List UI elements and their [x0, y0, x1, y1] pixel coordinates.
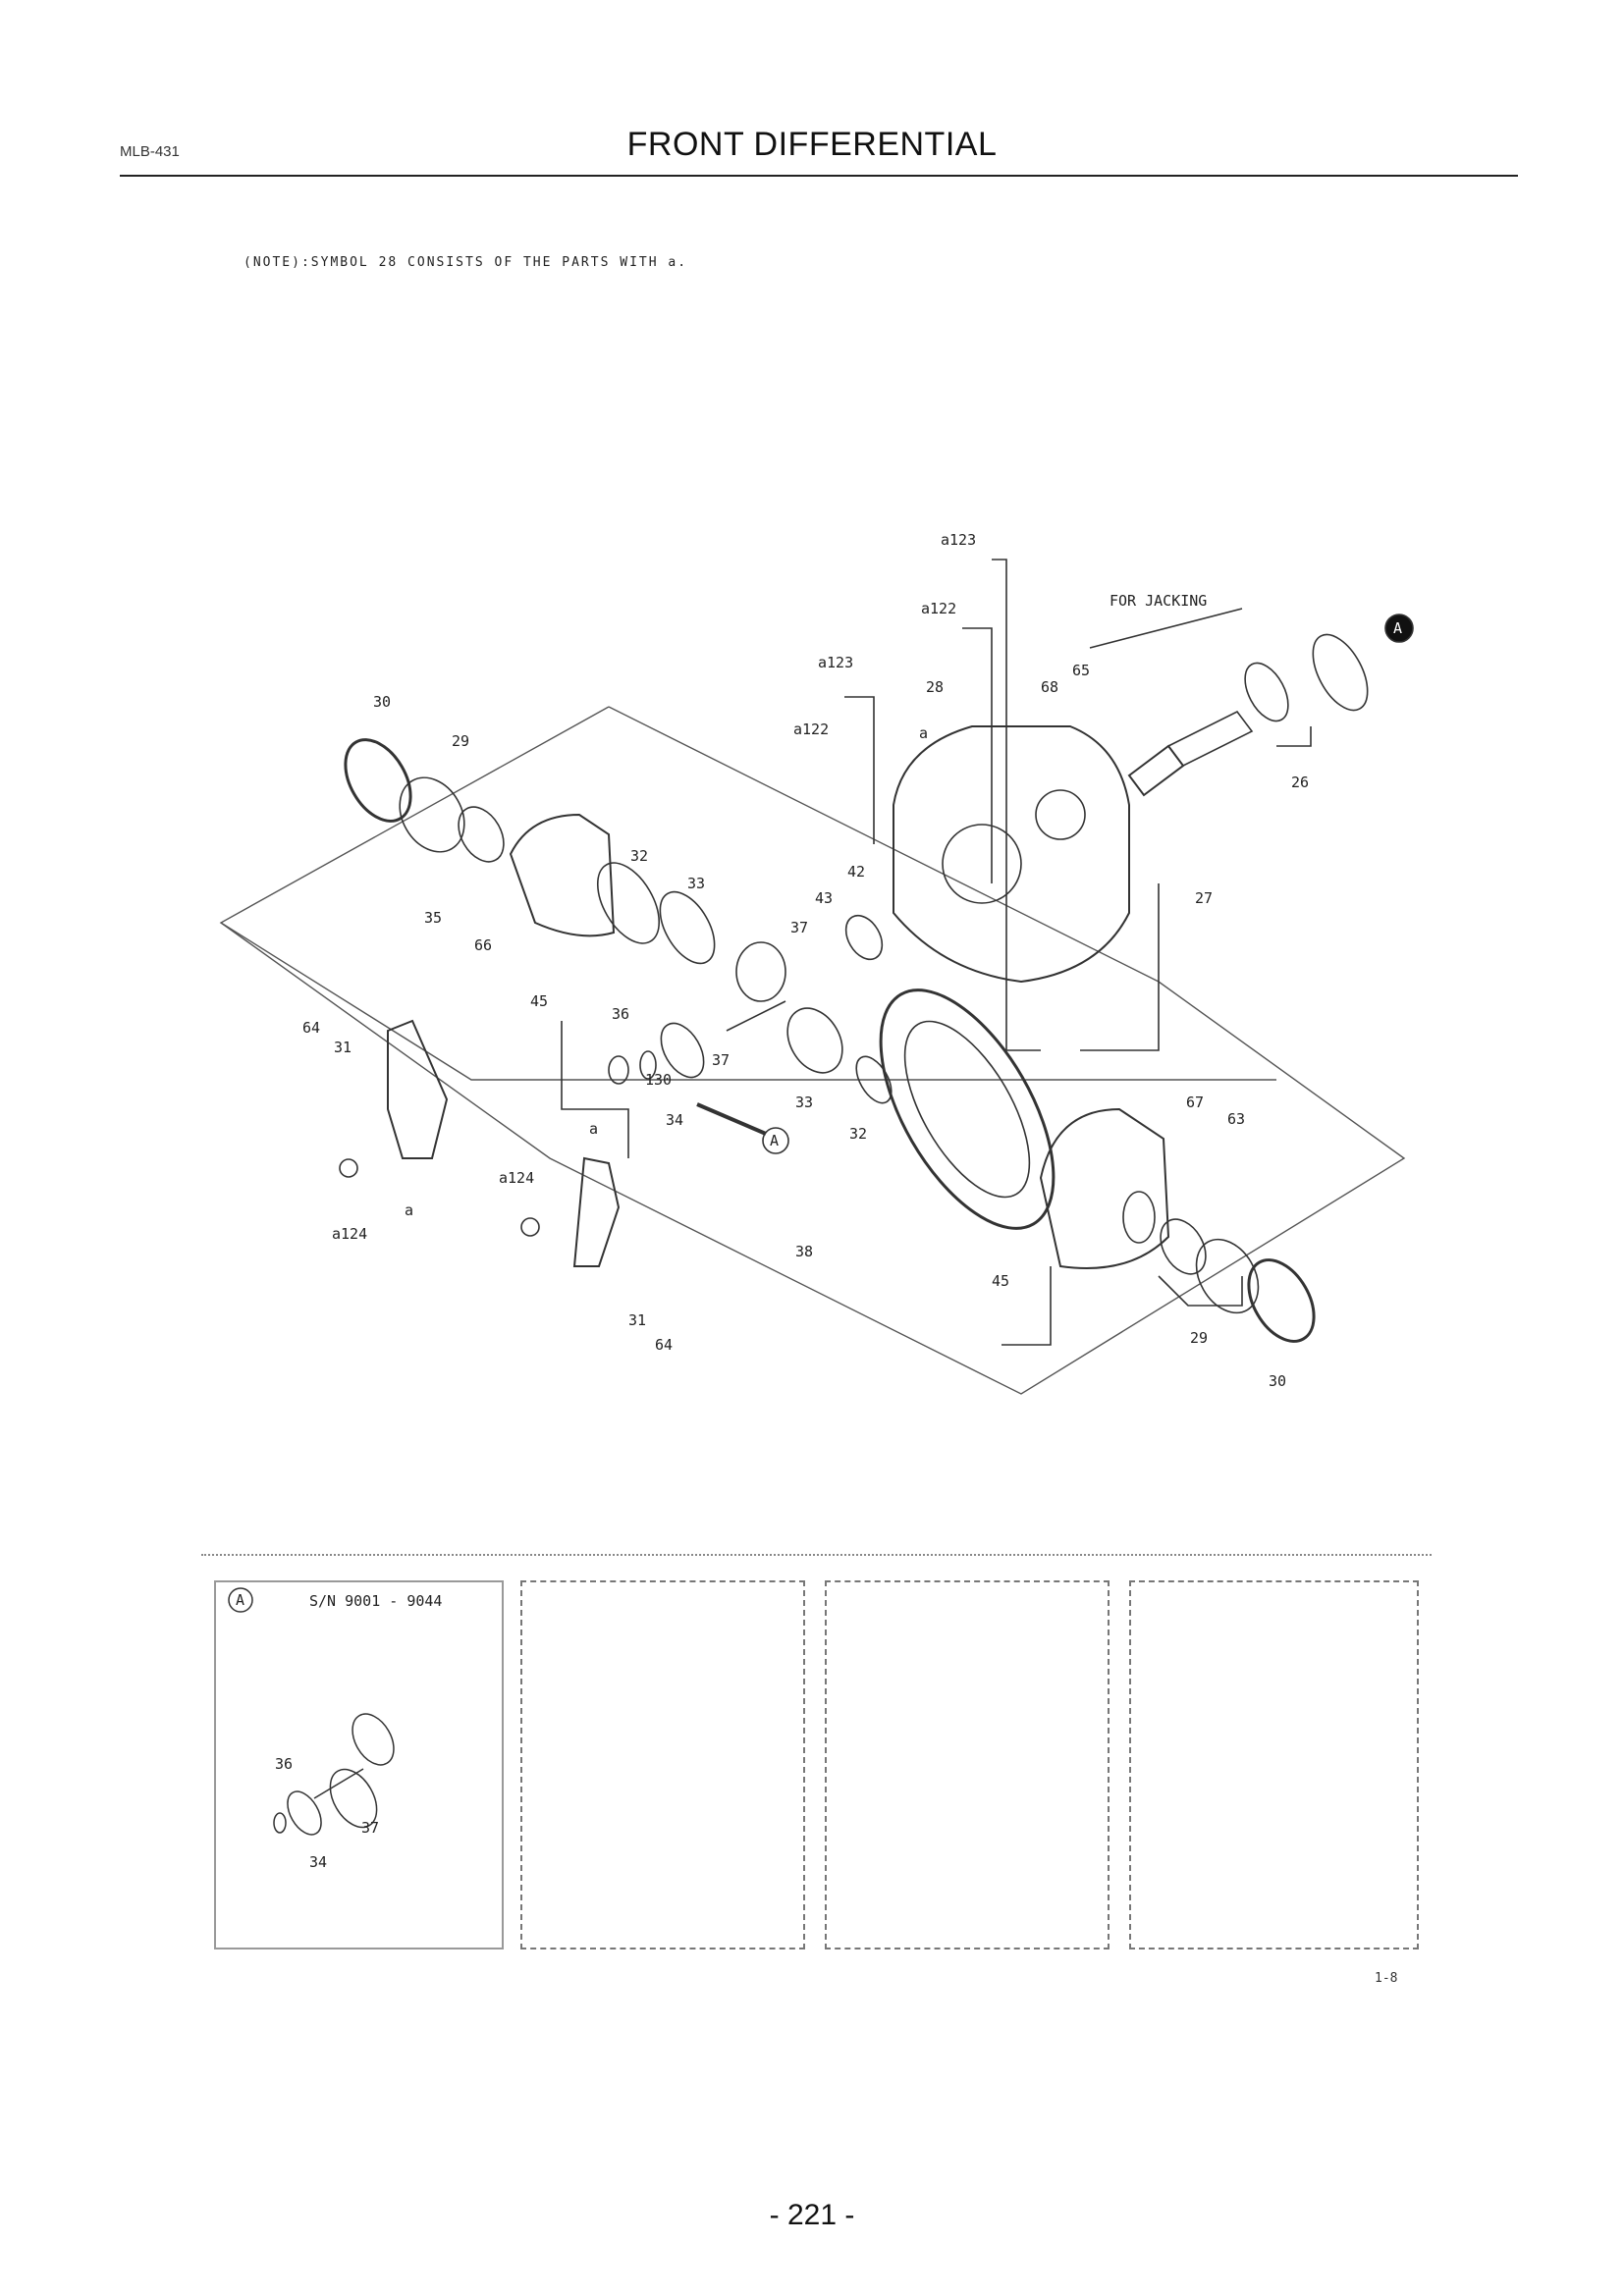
page-number: - 221 - [769, 2199, 855, 2231]
variant-label: A [236, 1591, 244, 1609]
callout-a: a [405, 1201, 413, 1219]
page-title: FRONT DIFFERENTIAL [626, 126, 998, 163]
variant-diagram: A S/N 9001 - 9044 36 37 34 [228, 1587, 442, 1871]
callout-33: 33 [687, 875, 705, 892]
variant-callout-36: 36 [275, 1755, 293, 1773]
callout-36: 36 [612, 1005, 629, 1023]
document-code: MLB-431 [120, 143, 180, 160]
empty-variant-panel [520, 1580, 805, 1949]
callout-28: 28 [926, 678, 944, 696]
callout-37: 37 [712, 1051, 730, 1069]
callout-130: 130 [645, 1071, 672, 1089]
callout-63: 63 [1227, 1110, 1245, 1128]
callout-65: 65 [1072, 662, 1090, 679]
marker-a-label: A [1393, 619, 1402, 637]
callout-31: 31 [628, 1311, 646, 1329]
callout-for-jacking: FOR JACKING [1110, 592, 1207, 610]
callout-32: 32 [849, 1125, 867, 1143]
variant-callout-34: 34 [309, 1853, 327, 1871]
callout-67: 67 [1186, 1094, 1204, 1111]
empty-variant-panel [825, 1580, 1110, 1949]
callout-29: 29 [452, 732, 469, 750]
callout-42: 42 [847, 863, 865, 881]
section-divider [201, 1554, 1432, 1556]
serial-range: S/N 9001 - 9044 [309, 1592, 442, 1610]
callout-27: 27 [1195, 889, 1213, 907]
callout-30: 30 [1269, 1372, 1286, 1390]
callout-26: 26 [1291, 774, 1309, 791]
callout-a: a [589, 1120, 598, 1138]
callout-45: 45 [992, 1272, 1009, 1290]
callout-a123: a123 [941, 531, 976, 549]
callout-30: 30 [373, 693, 391, 711]
callout-66: 66 [474, 936, 492, 954]
callout-a124: a124 [499, 1169, 534, 1187]
callout-34: 34 [666, 1111, 683, 1129]
callout-33: 33 [795, 1094, 813, 1111]
callout-a: a [919, 724, 928, 742]
callout-45: 45 [530, 992, 548, 1010]
callout-64: 64 [302, 1019, 320, 1037]
header-rule [120, 175, 1518, 177]
callout-68: 68 [1041, 678, 1058, 696]
callout-43: 43 [815, 889, 833, 907]
variant-panel-a: A S/N 9001 - 9044 36 37 34 [214, 1580, 504, 1949]
callout-a123: a123 [818, 654, 853, 671]
callout-37: 37 [790, 919, 808, 936]
callout-a122: a122 [793, 721, 829, 738]
callout-31: 31 [334, 1039, 352, 1056]
empty-variant-panel [1129, 1580, 1419, 1949]
callout-64: 64 [655, 1336, 673, 1354]
callout-38: 38 [795, 1243, 813, 1260]
variant-callout-37: 37 [361, 1819, 379, 1837]
figure-reference: 1-8 [1375, 1971, 1398, 1986]
callout-35: 35 [424, 909, 442, 927]
callout-29: 29 [1190, 1329, 1208, 1347]
callout-a124: a124 [332, 1225, 367, 1243]
callout-a122: a122 [921, 600, 956, 617]
view-a-label: A [770, 1132, 779, 1149]
callout-32: 32 [630, 847, 648, 865]
assembly-note: (NOTE):SYMBOL 28 CONSISTS OF THE PARTS W… [244, 255, 688, 270]
